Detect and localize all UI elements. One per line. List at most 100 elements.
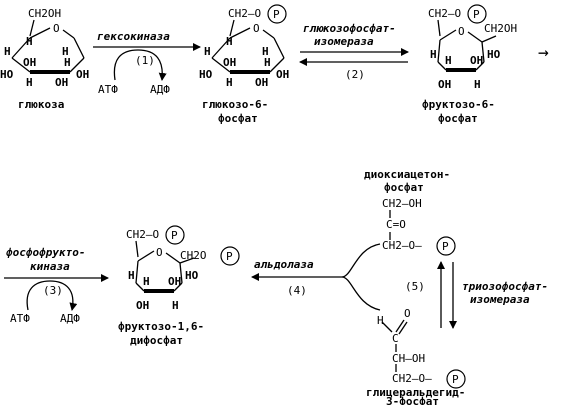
glucose-h3: H bbox=[4, 45, 11, 58]
f6p-ho: HO bbox=[487, 48, 501, 61]
glucose-ring-o-bond bbox=[62, 29, 75, 39]
step1-number: (1) bbox=[135, 54, 155, 67]
step3-cofactor-arc bbox=[26, 280, 78, 311]
glucose-h2: H bbox=[62, 45, 69, 58]
glucose-ch2oh: CH2OH bbox=[28, 7, 61, 20]
f6p-ch2oh: CH2OH bbox=[484, 22, 517, 35]
glucose-ring-bl bbox=[11, 57, 31, 73]
f16bp-phosphate-circle-1 bbox=[165, 225, 185, 245]
glucose-h1: H bbox=[26, 35, 33, 48]
g6p-ring-br bbox=[269, 57, 285, 73]
g6p-ring-right bbox=[273, 37, 285, 59]
f16bp-h1: H bbox=[128, 269, 135, 282]
g6p-ho-left: HO bbox=[199, 68, 213, 81]
g6p-p: P bbox=[273, 8, 280, 21]
f6p-ring-right bbox=[481, 41, 485, 63]
gap-c: C bbox=[392, 332, 399, 345]
f6p-p: P bbox=[473, 8, 480, 21]
dhap-ch2oh: CH2–OH bbox=[382, 197, 422, 210]
glucose-oh2: OH bbox=[55, 76, 68, 89]
f16bp-ring-top-left bbox=[137, 250, 155, 262]
step2-enzyme-line1: глюкозофосфат- bbox=[303, 22, 396, 35]
step1-cofactor-arc bbox=[113, 49, 167, 81]
f16bp-phosphate-circle-2 bbox=[220, 246, 240, 266]
step2-number: (2) bbox=[345, 68, 365, 81]
g6p-h3: H bbox=[204, 45, 211, 58]
glucose-ring-left bbox=[11, 37, 31, 59]
f6p-ring-bl bbox=[437, 61, 447, 71]
step4-reaction: альдолаза (4) bbox=[251, 243, 381, 311]
g6p-oh3: OH bbox=[276, 68, 289, 81]
gap-h: H bbox=[377, 314, 384, 327]
f16bp-structure: CH2–O P O CH2O P H HO H OH OH H фруктозо… bbox=[118, 225, 240, 347]
dhap-name-line2: фосфат bbox=[384, 181, 424, 194]
step1-reaction: гексокиназа (1) АТФ АДФ bbox=[93, 30, 201, 96]
f6p-h1: H bbox=[430, 48, 437, 61]
step4-branch-bottom bbox=[341, 276, 381, 311]
dhap-p: P bbox=[442, 240, 449, 253]
step1-atp: АТФ bbox=[98, 83, 118, 96]
glucose-ring-top bbox=[29, 27, 51, 39]
f6p-ring-o: O bbox=[458, 25, 465, 38]
g6p-ring-left bbox=[211, 37, 231, 59]
g6p-h4: H bbox=[264, 56, 271, 69]
glucose-h4: H bbox=[64, 56, 71, 69]
gap-choh: CH–OH bbox=[392, 352, 425, 365]
g6p-name-line1: глюкозо-6- bbox=[202, 98, 268, 111]
f16bp-ch2-bond bbox=[135, 240, 139, 258]
gap-o-bond-1 bbox=[395, 319, 405, 333]
step3-reaction: фосфофрукто- киназа (3) АТФ АДФ bbox=[4, 246, 109, 325]
g6p-structure: CH2–O P O H H H HO OH H OH H OH глюкозо-… bbox=[199, 4, 289, 125]
f6p-ch2-bond bbox=[437, 19, 441, 37]
g6p-oh1: OH bbox=[223, 56, 236, 69]
f16bp-h3: H bbox=[172, 299, 179, 312]
step1-enzyme: гексокиназа bbox=[97, 30, 170, 43]
f16bp-ring-bl bbox=[135, 282, 145, 292]
f6p-name-line1: фруктозо-6- bbox=[422, 98, 495, 111]
dhap-ch2o: CH2–O– bbox=[382, 239, 422, 252]
gap-o-bond-2 bbox=[398, 321, 408, 335]
f6p-structure: CH2–O P O CH2OH H HO H OH OH H фруктозо-… bbox=[422, 4, 517, 125]
step2-enzyme-line2: изомераза bbox=[314, 35, 374, 48]
gap-o: O bbox=[404, 307, 411, 320]
f16bp-ho: HO bbox=[185, 269, 199, 282]
f16bp-oh2: OH bbox=[136, 299, 149, 312]
f16bp-p1: P bbox=[171, 229, 178, 242]
f6p-ch2oh-bond bbox=[481, 35, 497, 43]
gap-h-bond bbox=[381, 321, 393, 333]
gap-ch2o: CH2–O– bbox=[392, 372, 432, 385]
g6p-h2: H bbox=[262, 45, 269, 58]
f16bp-p2: P bbox=[226, 250, 233, 263]
step4-enzyme: альдолаза bbox=[254, 258, 314, 271]
f6p-ring-br bbox=[475, 61, 485, 71]
step1-adp: АДФ bbox=[150, 83, 170, 96]
g6p-name-line2: фосфат bbox=[218, 112, 258, 125]
f16bp-ch2o-right: CH2O bbox=[180, 249, 207, 262]
gap-phosphate-circle bbox=[446, 369, 466, 389]
step3-adp: АДФ bbox=[60, 312, 80, 325]
step4-branch-top bbox=[341, 243, 381, 278]
step3-atp: АТФ bbox=[10, 312, 30, 325]
glucose-ring-right bbox=[73, 37, 85, 59]
f6p-h2: H bbox=[445, 54, 452, 67]
step5-reaction: (5) триозофосфат- изомераза bbox=[405, 261, 548, 329]
g6p-ch2o: CH2–O bbox=[228, 7, 261, 20]
f16bp-h2: H bbox=[143, 275, 150, 288]
g6p-h1: H bbox=[226, 35, 233, 48]
f6p-ring-left bbox=[437, 39, 441, 63]
f6p-oh2: OH bbox=[438, 78, 451, 91]
glucose-ho-left: HO bbox=[0, 68, 14, 81]
f16bp-ring-o: O bbox=[156, 246, 163, 259]
f6p-h3: H bbox=[474, 78, 481, 91]
dhap-co: C=O bbox=[386, 218, 406, 231]
glucose-structure: CH2OH O H H H HO OH H OH H OH глюкоза bbox=[0, 7, 89, 111]
f6p-ring-top-right bbox=[467, 31, 483, 43]
gap-name-line2: 3-фосфат bbox=[386, 395, 439, 405]
f16bp-ch2o: CH2–O bbox=[126, 228, 159, 241]
f6p-ch2o: CH2–O bbox=[428, 7, 461, 20]
step5-enzyme-line2: изомераза bbox=[470, 293, 530, 306]
step3-number: (3) bbox=[43, 284, 63, 297]
f6p-name-line2: фосфат bbox=[438, 112, 478, 125]
g6p-ch2-bond bbox=[229, 19, 235, 37]
